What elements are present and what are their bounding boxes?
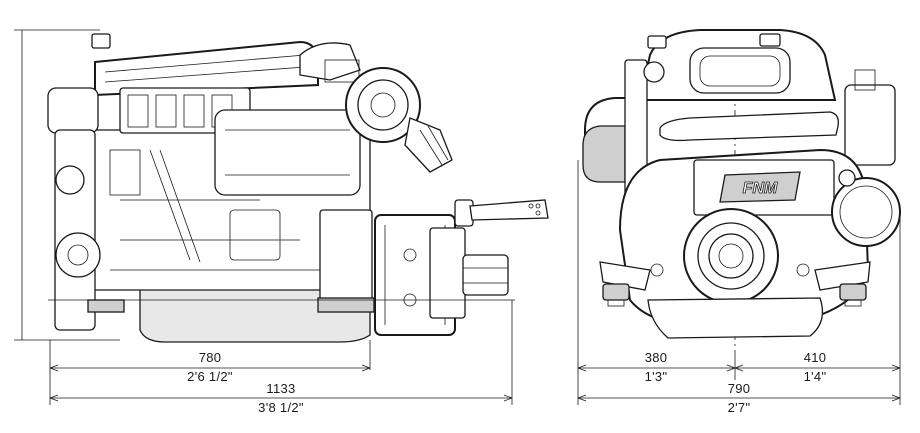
dim-1133-imperial-label: 3'8 1/2" xyxy=(258,400,304,415)
dim-780-imperial-label: 2'6 1/2" xyxy=(187,369,233,384)
dim-380-mm-label: 380 xyxy=(645,350,668,365)
svg-text:FNM: FNM xyxy=(743,180,778,197)
engine-front-view: FNM 380 1'3" xyxy=(577,29,901,415)
dim-1133-mm-label: 1133 xyxy=(266,381,295,396)
dim-790-imperial-label: 2'7" xyxy=(728,400,751,415)
dim-780-mm-label: 780 xyxy=(199,350,222,365)
dim-410-imperial-label: 1'4" xyxy=(804,369,827,384)
dim-790-mm-label: 790 xyxy=(728,381,751,396)
dim-410-mm-label: 410 xyxy=(804,350,827,365)
dim-380-imperial-label: 1'3" xyxy=(645,369,668,384)
engine-side-view: 780 2'6 1/2" 1133 3'8 1/2" xyxy=(14,29,549,415)
